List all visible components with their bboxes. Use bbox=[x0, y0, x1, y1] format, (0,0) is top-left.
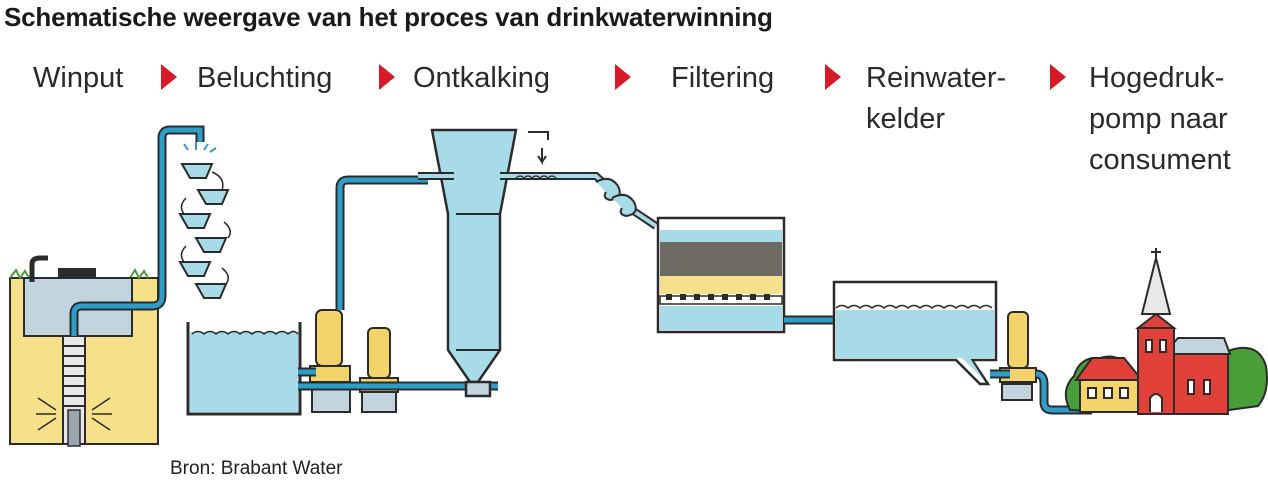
filter-nozzles bbox=[666, 294, 770, 300]
source-credit: Bron: Brabant Water bbox=[170, 458, 343, 479]
pipe-pump-to-decalcifier bbox=[335, 175, 428, 310]
step-label-hogedrukpomp: Hogedruk- pomp naar consument bbox=[1089, 62, 1231, 176]
aeration-spray-icon bbox=[183, 142, 217, 153]
step-label-filtering: Filtering bbox=[671, 62, 775, 94]
dosing-arrow-icon bbox=[528, 131, 549, 166]
aeration-tank bbox=[186, 322, 302, 416]
step-arrow-icon bbox=[615, 64, 631, 90]
diagram-title: Schematische weergave van het proces van… bbox=[4, 2, 773, 32]
aeration-cascade bbox=[178, 163, 230, 299]
inflow-arrows-icon bbox=[36, 397, 112, 431]
clean-water-cellar bbox=[832, 280, 998, 386]
church bbox=[1135, 248, 1232, 415]
decalcification-reactor bbox=[430, 128, 518, 398]
cascade-spiral-icon bbox=[595, 177, 637, 218]
step-label-beluchting: Beluchting bbox=[197, 62, 333, 94]
step-arrow-icon bbox=[379, 64, 395, 90]
step-arrow-icon bbox=[161, 64, 177, 90]
step-arrow-icon bbox=[1050, 64, 1066, 90]
pump-1 bbox=[309, 309, 351, 413]
step-label-reinwaterkelder: Reinwater- kelder bbox=[866, 62, 1007, 135]
step-label-ontkalking: Ontkalking bbox=[413, 62, 551, 94]
sand-filter bbox=[656, 216, 786, 334]
pump-2 bbox=[359, 327, 399, 413]
step-arrow-icon bbox=[825, 64, 841, 90]
step-label-winput: Winput bbox=[33, 62, 124, 94]
high-pressure-pump bbox=[999, 311, 1037, 401]
well-shaft bbox=[62, 335, 86, 447]
house bbox=[1074, 357, 1145, 413]
aeration-flow-arrows bbox=[180, 171, 231, 285]
